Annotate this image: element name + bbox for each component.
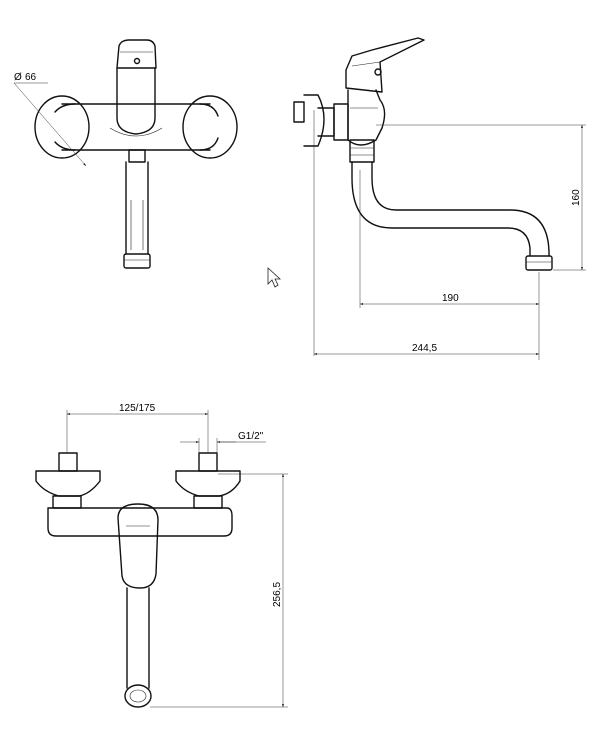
mixer-body: [61, 103, 211, 151]
bottom-view: 125/175 G1/2" 256,5: [35, 403, 288, 708]
bottom-spout-tube: [126, 587, 150, 689]
eccentric-union: [333, 103, 349, 141]
lever-handle: [116, 39, 157, 69]
overall-height-label: 256,5: [272, 582, 283, 607]
right-rosette: [182, 95, 238, 159]
wall-flange: [303, 94, 325, 147]
inlet-nut: [293, 101, 305, 123]
left-inlet-union: [52, 495, 82, 509]
left-inlet-flange: [35, 470, 101, 497]
side-lever: [345, 37, 425, 93]
lever-footprint: [117, 503, 159, 589]
side-aerator: [525, 255, 553, 271]
side-mixer-body: [347, 89, 386, 146]
left-rosette: [34, 95, 90, 159]
spout-reach-label: 190: [442, 293, 459, 304]
side-view: 160 190 244,5: [293, 37, 586, 360]
spout-connector: [128, 149, 146, 163]
overall-depth-label: 244,5: [412, 343, 437, 354]
aerator: [123, 253, 151, 269]
right-inlet-thread: [198, 452, 218, 472]
spout-inner: [371, 161, 550, 257]
bottom-mixer-body: [47, 507, 233, 537]
thread-size-label: G1/2": [238, 431, 264, 442]
diameter-label: 66: [25, 72, 37, 83]
spout-collar: [349, 139, 375, 163]
mouse-cursor-icon: [267, 267, 282, 288]
spout-height-label: 160: [571, 189, 582, 206]
lever-screw: [133, 57, 141, 65]
front-view: Ø 66: [13, 39, 238, 269]
right-inlet-union: [193, 495, 223, 509]
spout-tube: [125, 161, 149, 255]
right-inlet-flange: [175, 470, 241, 497]
cartridge-body: [116, 67, 156, 135]
left-inlet-thread: [58, 452, 78, 472]
bottom-aerator: [124, 684, 152, 708]
spout-outer: [351, 161, 531, 257]
centre-distance-label: 125/175: [119, 403, 156, 414]
diameter-symbol: Ø: [14, 72, 22, 83]
